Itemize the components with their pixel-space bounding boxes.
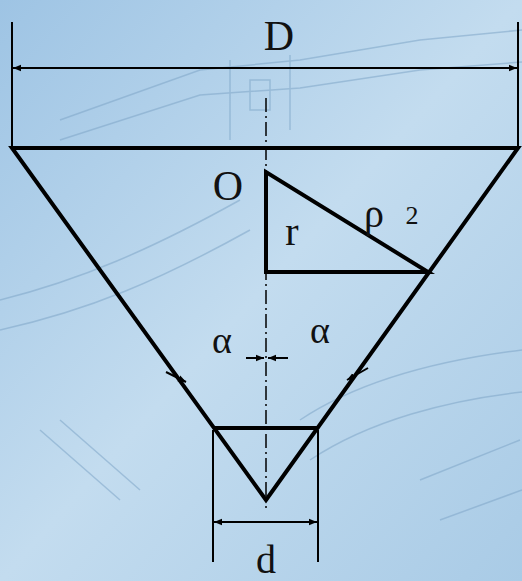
background-sketch: [0, 30, 522, 520]
symbol-label: ρ: [364, 194, 384, 234]
cone-outline: [12, 148, 518, 500]
centerline: [265, 98, 267, 508]
angle-label: α: [310, 311, 330, 349]
subscript-label: 2: [406, 203, 419, 229]
angle-label: α: [212, 321, 232, 359]
dimension-label: D: [264, 15, 294, 57]
angle-arrows: [166, 358, 368, 382]
radius-label: r: [285, 212, 298, 252]
dimension-label: d: [256, 540, 276, 580]
point-label: O: [213, 165, 243, 207]
radius-triangle: [266, 172, 428, 272]
